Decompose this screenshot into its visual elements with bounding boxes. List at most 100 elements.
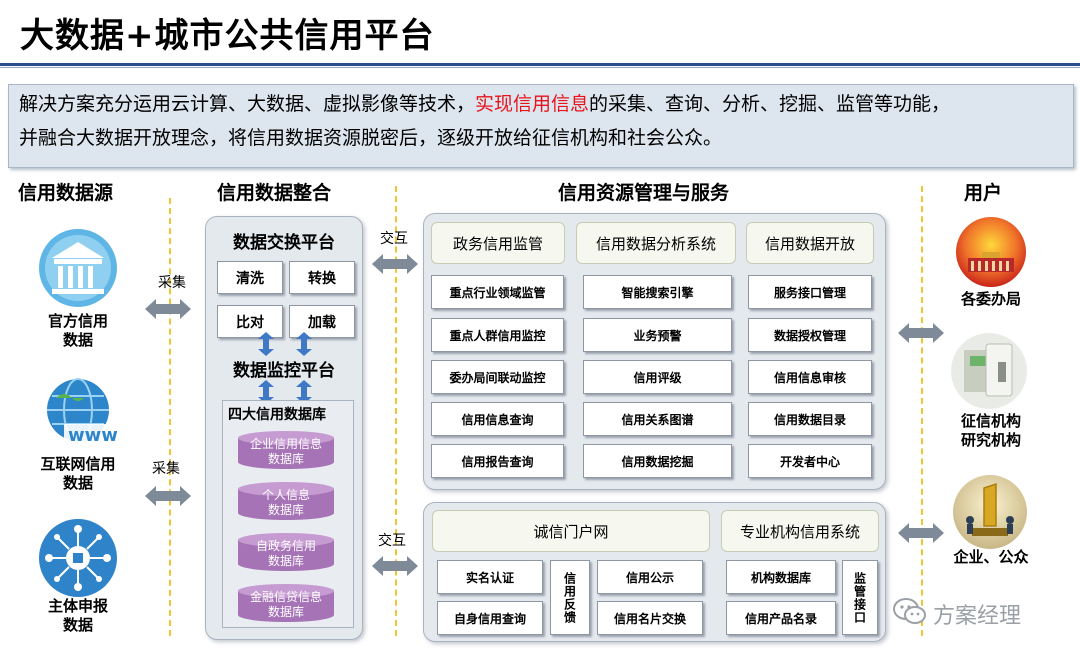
portal-title: 诚信门户网 [432, 510, 710, 552]
service-item: 信用信息查询 [431, 402, 564, 436]
portal-feedback-label: 信用反馈 [562, 571, 577, 624]
source-official-label: 官方信用 数据 [23, 312, 133, 350]
user-committees-label: 各委办局 [936, 290, 1046, 309]
svg-text:www: www [68, 425, 118, 446]
source-label-line: 官方信用 [47, 312, 108, 330]
column-header-management: 信用资源管理与服务 [558, 182, 730, 204]
page-title: 大数据+城市公共信用平台 [20, 16, 435, 56]
intro-line-2: 并融合大数据开放理念，将信用数据资源脱密后，逐级开放给征信机构和社会公众。 [19, 127, 723, 149]
user-public-label: 企业、公众 [936, 548, 1046, 567]
database-label-line: 数据库 [267, 452, 304, 466]
service-item: 开发者中心 [748, 444, 872, 478]
user-label-line: 企业、公众 [953, 548, 1029, 566]
source-label-line: 主体申报 [47, 597, 108, 615]
collect-label: 采集 [158, 275, 186, 291]
divider-line [169, 198, 171, 636]
intro-text-box: 解决方案充分运用云计算、大数据、虚拟影像等技术，实现信用信息的采集、查询、分析、… [8, 84, 1074, 168]
monitor-platform-title: 数据监控平台 [233, 361, 335, 381]
database-cylinder-icon [238, 584, 334, 622]
database-label-line: 数据库 [267, 503, 304, 517]
user-credit-agency-label: 征信机构 研究机构 [936, 412, 1046, 450]
exchange-item-compare: 比对 [217, 305, 283, 338]
interact-label: 交互 [380, 231, 408, 247]
column-header-integration: 信用数据整合 [217, 182, 332, 204]
government-photo-icon [956, 217, 1026, 287]
agency-supervision-label: 监管接口 [852, 571, 867, 624]
database-label-line: 自政务信用 [255, 539, 316, 553]
header-analysis-system: 信用数据分析系统 [576, 222, 736, 264]
portal-feedback: 信用反馈 [550, 560, 590, 635]
service-item: 信用关系图谱 [583, 402, 732, 436]
wechat-icon [893, 598, 926, 624]
exchange-item-load: 加载 [289, 305, 355, 338]
atm-card-photo-icon [951, 333, 1027, 409]
divider-line [921, 186, 923, 636]
intro-highlight: 实现信用信息 [475, 93, 590, 115]
government-building-icon [39, 229, 117, 307]
double-arrow-icon [372, 556, 418, 576]
database-label-line: 企业信用信息 [249, 437, 322, 451]
service-item: 信用数据挖掘 [583, 444, 732, 478]
database-label: 个人信息 数据库 [236, 488, 336, 518]
column-header-sources: 信用数据源 [18, 182, 114, 204]
sync-arrows-icon [258, 332, 312, 356]
database-cylinder-icon [238, 533, 334, 571]
user-label-line: 各委办局 [960, 290, 1021, 308]
database-label: 自政务信用 数据库 [236, 539, 336, 569]
database-label: 企业信用信息 数据库 [236, 437, 336, 467]
portal-item: 信用公示 [597, 560, 703, 594]
globe-www-icon: www [47, 378, 118, 446]
service-item: 信用报告查询 [431, 444, 564, 478]
database-cylinder-icon [238, 482, 334, 520]
database-cylinder-icon [238, 431, 334, 469]
source-label-line: 数据 [62, 616, 93, 634]
watermark-text: 方案经理 [933, 604, 1022, 629]
service-item: 信用评级 [583, 360, 732, 394]
portal-item: 信用名片交换 [597, 601, 703, 635]
agency-supervision-interface: 监管接口 [842, 560, 878, 635]
source-label-line: 互联网信用 [40, 455, 116, 473]
collect-label: 采集 [152, 461, 180, 477]
interact-label: 交互 [378, 533, 406, 549]
title-underline-thin [0, 67, 1080, 68]
double-arrow-icon [145, 299, 191, 319]
double-arrow-icon [898, 323, 944, 343]
service-item: 服务接口管理 [748, 275, 872, 309]
service-item: 数据授权管理 [748, 318, 872, 352]
agency-system-title: 专业机构信用系统 [721, 510, 879, 552]
database-group-title: 四大信用数据库 [228, 407, 326, 423]
service-item: 重点行业领域监管 [431, 275, 564, 309]
database-label-line: 数据库 [267, 605, 304, 619]
intro-before: 解决方案充分运用云计算、大数据、虚拟影像等技术， [19, 93, 476, 115]
service-item: 委办局间联动监控 [431, 360, 564, 394]
gold-number-one-icon [953, 475, 1027, 549]
source-internet-label: 互联网信用 数据 [23, 455, 133, 493]
sync-arrows-icon [258, 380, 312, 404]
intro-after: 的采集、查询、分析、挖掘、监管等功能， [589, 93, 951, 115]
service-item: 重点人群信用监控 [431, 318, 564, 352]
header-gov-supervision: 政务信用监管 [431, 222, 565, 264]
source-declared-label: 主体申报 数据 [23, 597, 133, 635]
source-label-line: 数据 [62, 331, 93, 349]
service-item: 业务预警 [583, 318, 732, 352]
network-hub-icon [39, 519, 117, 597]
divider-line [395, 186, 397, 636]
exchange-item-transform: 转换 [289, 261, 355, 294]
portal-item: 自身信用查询 [437, 601, 543, 635]
portal-item: 实名认证 [437, 560, 543, 594]
agency-item: 机构数据库 [726, 560, 836, 594]
column-header-users: 用户 [964, 182, 1003, 204]
service-item: 智能搜索引擎 [583, 275, 732, 309]
exchange-item-clean: 清洗 [217, 261, 283, 294]
header-data-open: 信用数据开放 [746, 222, 874, 264]
database-label-line: 个人信息 [261, 488, 310, 502]
intro-line-1: 解决方案充分运用云计算、大数据、虚拟影像等技术，实现信用信息的采集、查询、分析、… [19, 87, 1063, 121]
user-label-line: 研究机构 [960, 431, 1021, 449]
user-label-line: 征信机构 [960, 412, 1021, 430]
double-arrow-icon [898, 523, 944, 543]
source-label-line: 数据 [62, 474, 93, 492]
exchange-platform-title: 数据交换平台 [233, 233, 335, 253]
agency-item: 信用产品名录 [726, 601, 836, 635]
database-label: 金融信贷信息 数据库 [236, 590, 336, 620]
database-label-line: 数据库 [267, 554, 304, 568]
